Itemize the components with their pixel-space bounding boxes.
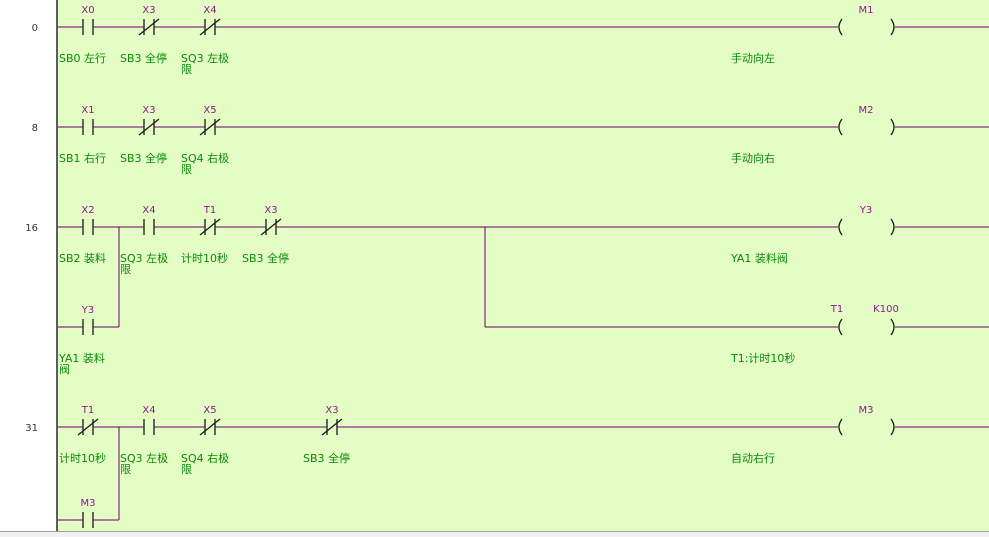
coil-m1-r0-comment-0: 手动向左: [731, 51, 775, 65]
contact-t1-r2-2-comment-0: 计时10秒: [181, 251, 228, 265]
contact-x4-r3-1-comment-1: 限: [120, 463, 131, 476]
contact-x3-r2-3-label: X3: [264, 205, 277, 216]
contact-x3-r2-3-slash: [260, 218, 282, 236]
coil-t1-r2-timer-comment-0: T1:计时10秒: [730, 351, 795, 365]
coil-t1-r2-timer-arc-left: [838, 318, 843, 336]
coil-y3-r2-comment-0: YA1 装料阀: [730, 251, 788, 265]
contact-x3-r0-1-label: X3: [142, 5, 155, 16]
step-number-31: 31: [25, 423, 38, 434]
coil-y3-r2-arc-left: [838, 218, 843, 236]
contact-x5-r3-2-comment-1: 限: [181, 463, 192, 476]
contact-y3-r2-branch-label: Y3: [81, 305, 94, 316]
contact-x3-r1-1-slash: [138, 118, 160, 136]
contact-x3-r1-1-comment-0: SB3 全停: [120, 151, 167, 165]
contact-x3-r3-3-slash: [321, 418, 343, 436]
coil-m2-r1-comment-0: 手动向右: [731, 151, 775, 165]
contact-x5-r3-2-label: X5: [203, 405, 216, 416]
contact-x0-r0-0-label: X0: [81, 5, 94, 16]
coil-m3-r3-label: M3: [859, 405, 874, 416]
contact-y3-r2-branch-comment-1: 阀: [59, 362, 70, 376]
coil-m3-r3-comment-0: 自动右行: [731, 451, 775, 465]
contact-x5-r3-2-comment-0: SQ4 右极: [181, 451, 229, 465]
contact-x3-r0-1-comment-0: SB3 全停: [120, 51, 167, 65]
horizontal-scrollbar[interactable]: [0, 531, 989, 537]
contact-t1-r2-2-slash: [199, 218, 221, 236]
contact-x1-r1-0-label: X1: [81, 105, 94, 116]
coil-m1-r0-label: M1: [859, 5, 874, 16]
coil-m1-r0-arc-right: [890, 18, 895, 36]
coil-t1-r2-timer-label: T1: [830, 304, 843, 315]
contact-t1-r2-2-label: T1: [203, 205, 216, 216]
contact-x3-r1-1-label: X3: [142, 105, 155, 116]
contact-x5-r1-2-comment-1: 限: [181, 163, 192, 176]
contact-y3-r2-branch-comment-0: YA1 装料: [58, 351, 105, 365]
contact-x5-r1-2-slash: [199, 118, 221, 136]
contact-t1-r3-0-comment-0: 计时10秒: [59, 451, 106, 465]
contact-x4-r0-2-slash: [199, 18, 221, 36]
contact-x3-r3-3-label: X3: [325, 405, 338, 416]
coil-t1-r2-timer-arc-right: [890, 318, 895, 336]
coil-t1-r2-timer-param: K100: [873, 304, 899, 315]
contact-x4-r2-1-label: X4: [142, 205, 155, 216]
contact-x2-r2-0-comment-0: SB2 装料: [59, 251, 106, 265]
coil-m1-r0-arc-left: [838, 18, 843, 36]
coil-y3-r2-arc-right: [890, 218, 895, 236]
coil-m2-r1-arc-right: [890, 118, 895, 136]
contact-x5-r1-2-label: X5: [203, 105, 216, 116]
contact-x4-r2-1-comment-1: 限: [120, 263, 131, 276]
contact-x0-r0-0-comment-0: SB0 左行: [59, 52, 106, 65]
contact-x3-r0-1-slash: [138, 18, 160, 36]
contact-t1-r3-0-label: T1: [81, 405, 94, 416]
contact-x4-r3-1-label: X4: [142, 405, 155, 416]
contact-x4-r2-1-comment-0: SQ3 左极: [120, 251, 168, 265]
coil-m2-r1-label: M2: [859, 105, 874, 116]
contact-m3-r3-branch-label: M3: [81, 498, 96, 509]
contact-x3-r3-3-comment-0: SB3 全停: [303, 451, 350, 465]
contact-x5-r1-2-comment-0: SQ4 右极: [181, 151, 229, 165]
step-number-gutter: [0, 0, 57, 531]
contact-x4-r3-1-comment-0: SQ3 左极: [120, 451, 168, 465]
coil-m3-r3-arc-left: [838, 418, 843, 436]
coil-y3-r2-label: Y3: [859, 205, 872, 216]
coil-m3-r3-arc-right: [890, 418, 895, 436]
contact-x4-r0-2-comment-1: 限: [181, 63, 192, 76]
step-number-0: 0: [32, 23, 38, 34]
contact-x5-r3-2-slash: [199, 418, 221, 436]
contact-x4-r0-2-label: X4: [203, 5, 216, 16]
contact-x4-r0-2-comment-0: SQ3 左极: [181, 51, 229, 65]
contact-t1-r3-0-slash: [77, 418, 99, 436]
contact-x2-r2-0-label: X2: [81, 205, 94, 216]
coil-m2-r1-arc-left: [838, 118, 843, 136]
step-number-16: 16: [25, 223, 38, 234]
ladder-canvas[interactable]: [57, 0, 989, 531]
contact-x3-r2-3-comment-0: SB3 全停: [242, 251, 289, 265]
contact-x1-r1-0-comment-0: SB1 右行: [59, 151, 106, 165]
step-number-8: 8: [32, 123, 38, 134]
